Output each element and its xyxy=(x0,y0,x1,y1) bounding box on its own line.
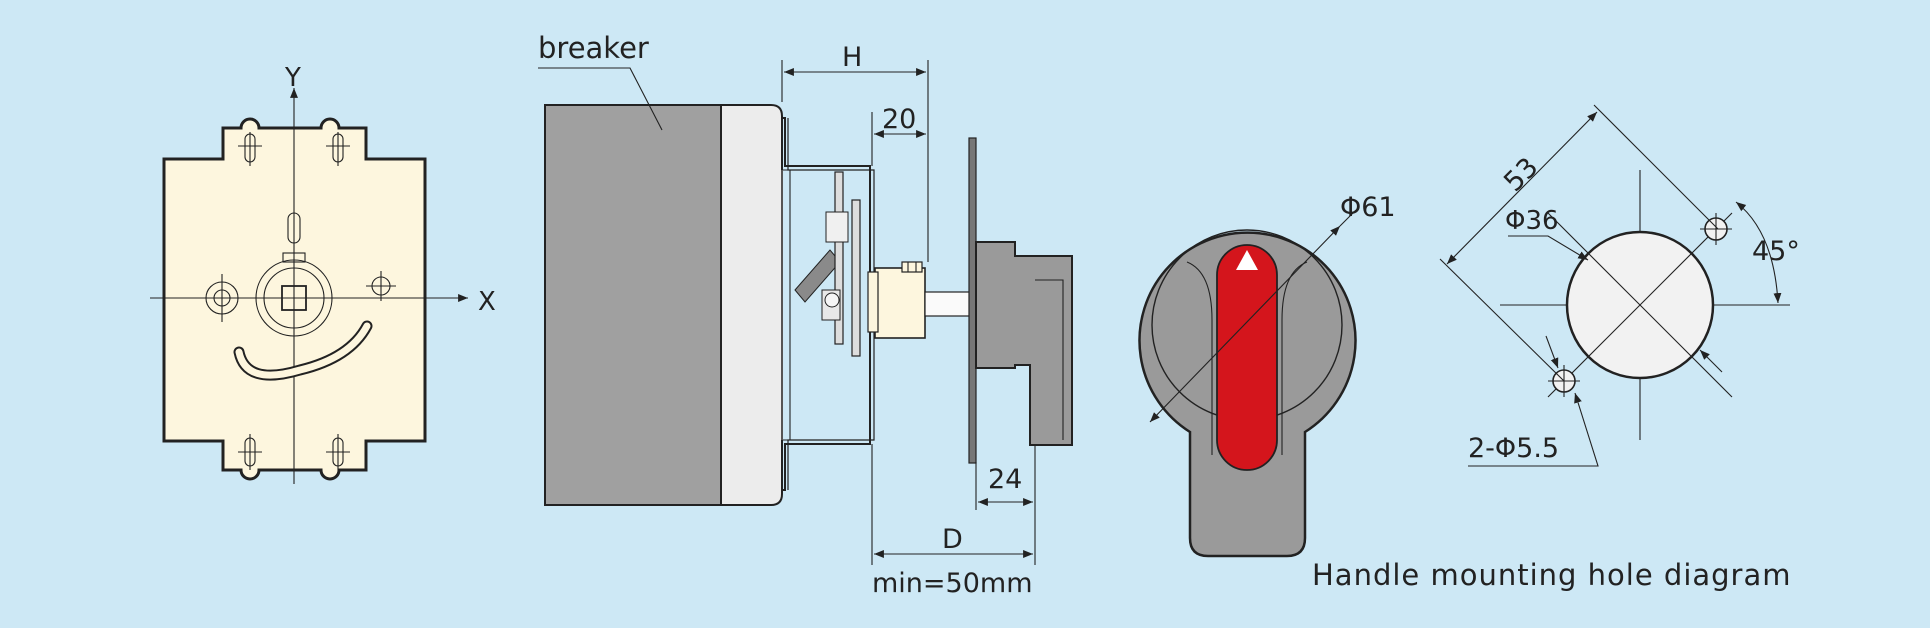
handle-side-profile xyxy=(975,241,1073,446)
dim-20-label: 20 xyxy=(882,104,916,135)
diagram-caption: Handle mounting hole diagram xyxy=(1312,558,1792,592)
slot-holes xyxy=(238,132,350,470)
breaker-body xyxy=(544,104,722,506)
handle-red-grip xyxy=(1216,244,1278,471)
diameter-61-line xyxy=(1149,225,1341,423)
diameter-61-label: Φ61 xyxy=(1340,192,1396,223)
handle-front-view: Φ61 xyxy=(1138,192,1396,558)
breaker-label: breaker xyxy=(538,31,649,65)
angle-45-label: 45° xyxy=(1752,236,1800,267)
small-holes-label: 2-Φ5.5 xyxy=(1468,433,1559,464)
door-panel xyxy=(968,137,977,464)
min-distance-note: min=50mm xyxy=(872,568,1033,599)
dim-24-label: 24 xyxy=(988,464,1022,495)
y-axis-label: Y xyxy=(284,63,301,93)
side-view: breaker H 20 24 D min=50mm xyxy=(538,31,1073,599)
front-view: X Y xyxy=(150,63,496,484)
right-pilot-hole xyxy=(366,271,396,301)
dim-d-label: D xyxy=(942,524,963,555)
left-screw-hole xyxy=(205,274,239,322)
breaker-face xyxy=(720,104,783,506)
diameter-36-label: Φ36 xyxy=(1505,206,1559,236)
hole-pattern-view: 53 Φ36 45° 2-Φ5.5 xyxy=(1439,104,1800,467)
dim-h-label: H xyxy=(842,42,862,73)
dim-53-label: 53 xyxy=(1498,152,1544,198)
center-shaft xyxy=(255,212,333,337)
x-axis-label: X xyxy=(478,287,496,317)
